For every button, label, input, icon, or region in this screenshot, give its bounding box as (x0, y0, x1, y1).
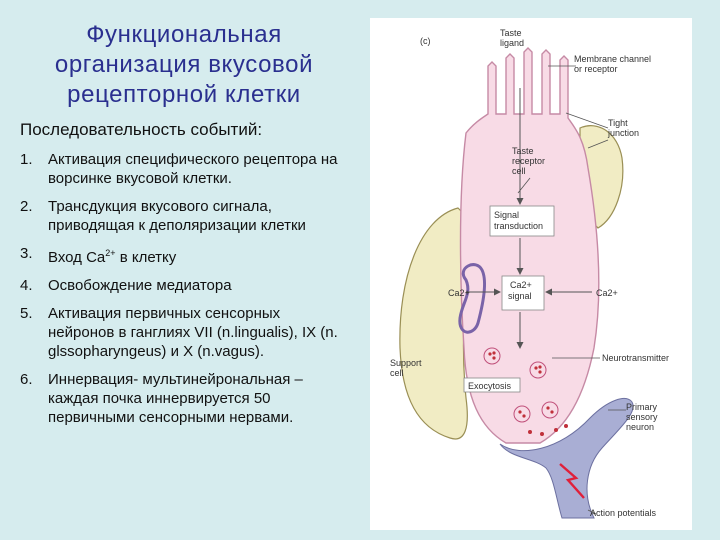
vesicle (513, 405, 531, 423)
ca-signal-box (501, 275, 545, 311)
vesicle (483, 347, 501, 365)
label-ca-signal: Ca2+signal (508, 280, 532, 301)
list-item: 1. Активация специфического рецептора на… (20, 150, 350, 188)
exocytosis-box (463, 377, 521, 393)
vesicle (529, 361, 547, 379)
list-item: 2. Трансдукция вкусового сигнала, привод… (20, 197, 350, 235)
step-text: Вход Ca2+ в клетку (48, 248, 177, 266)
label-ca-left: Ca2+ (448, 288, 470, 298)
taste-receptor-cell-body (459, 47, 600, 444)
step-number: 4. (20, 277, 33, 294)
title-line: организация вкусовой (54, 51, 314, 78)
step-number: 2. (20, 198, 33, 215)
title-line: Функциональная (86, 21, 282, 48)
list-item: 3. Вход Ca2+ в клетку (20, 244, 350, 267)
action-potential-spark (559, 463, 585, 499)
step-number: 1. (20, 151, 33, 168)
step-number: 3. (20, 245, 33, 262)
step-text: Трансдукция вкусового сигнала, приводяща… (48, 198, 306, 234)
signal-transduction-box (489, 205, 555, 237)
step-text-after: в клетку (115, 249, 177, 266)
label-ca-right: Ca2+ (596, 288, 618, 298)
label-exocytosis: Exocytosis (468, 381, 512, 391)
vesicles (483, 347, 559, 423)
organelle (458, 263, 486, 334)
panel-letter: (c) (420, 36, 431, 46)
transmitter-dots (488, 351, 568, 436)
step-number: 6. (20, 371, 33, 388)
step-text: Освобождение медиатора (48, 277, 232, 294)
list-item: 5. Активация первичных сенсорных нейроно… (20, 304, 350, 361)
list-item: 4. Освобождение медиатора (20, 276, 350, 295)
vesicle (541, 401, 559, 419)
callout-lines (517, 65, 626, 515)
step-text-sup: 2+ (105, 248, 116, 258)
events-intro: Последовательность событий: (20, 120, 263, 139)
step-text: Активация специфического рецептора на во… (48, 151, 338, 187)
step-text: Активация первичных сенсорных нейронов в… (48, 305, 338, 360)
step-text-before: Вход Ca (48, 249, 106, 266)
label-action-potentials: Action potentials (590, 508, 657, 518)
label-neurotransmitter: Neurotransmitter (602, 353, 669, 363)
title-line: рецепторной клетки (67, 81, 301, 108)
primary-sensory-neuron (499, 398, 634, 519)
step-number: 5. (20, 305, 33, 322)
step-text: Иннервация- мультинейрональная – каждая … (48, 371, 303, 426)
events-list: 1. Активация специфического рецептора на… (20, 150, 350, 436)
list-item: 6. Иннервация- мультинейрональная – кажд… (20, 370, 350, 427)
slide-title: Функциональная организация вкусовой реце… (10, 20, 358, 110)
